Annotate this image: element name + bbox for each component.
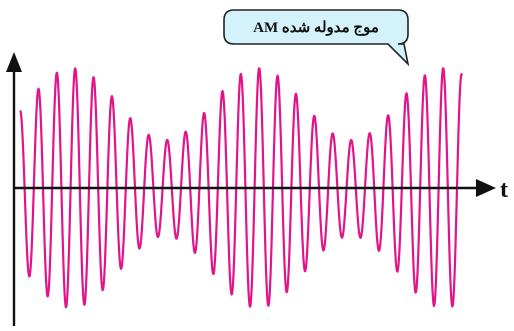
am-modulated-wave	[19, 67, 464, 309]
callout-label: موج مدوله شده AM	[253, 20, 379, 36]
callout-bubble: موج مدوله شده AM	[223, 9, 410, 67]
amplitude-axis-arrowhead	[6, 52, 22, 72]
time-axis-arrowhead	[476, 179, 496, 197]
callout-bubble-shape	[223, 9, 410, 67]
time-axis-label: t	[500, 177, 508, 203]
